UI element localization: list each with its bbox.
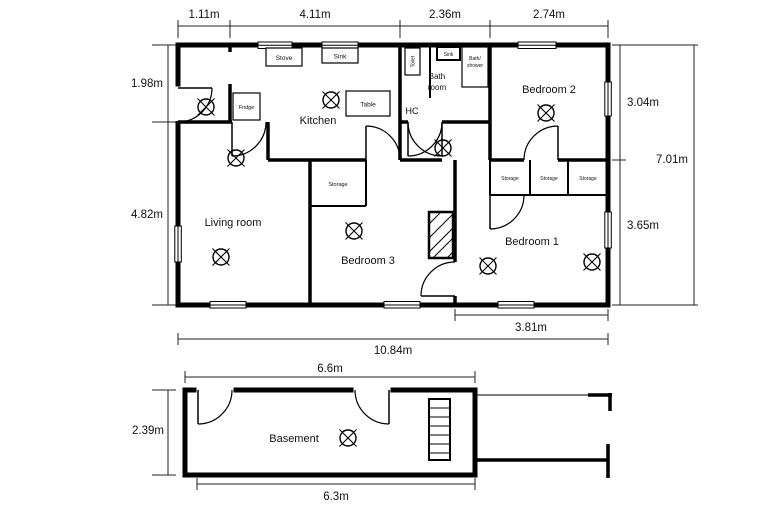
dim-label-left-2: 4.82m xyxy=(131,209,163,221)
bath-sink: Sink xyxy=(436,46,461,61)
upper-floor: 1.11m 4.11m 2.36m 2.74m 1.98m 4.82m 3.04… xyxy=(131,9,698,357)
basement-door-2 xyxy=(354,389,390,425)
basement-doors xyxy=(197,389,390,425)
window xyxy=(517,41,557,49)
entry-door xyxy=(177,87,213,123)
basement-door-opening-2 xyxy=(353,385,391,395)
footprint-wall-bottom-right xyxy=(477,444,610,478)
ceiling-light-icon xyxy=(322,91,340,109)
dim-label-top-3: 2.36m xyxy=(429,9,461,21)
room-label-hc: HC xyxy=(406,106,419,116)
bath-shower-label-1: Bath/ xyxy=(469,56,481,62)
basement-dim-label-top: 6.6m xyxy=(317,363,343,375)
interior-walls xyxy=(178,45,608,305)
chimney-shaft xyxy=(427,210,455,260)
room-label-living: Living room xyxy=(205,217,262,229)
storage-label-2: Storage xyxy=(540,176,558,182)
ceiling-light-icon xyxy=(583,253,601,271)
basement-dim-label-bottom: 6.3m xyxy=(323,491,349,503)
ceiling-light-icon xyxy=(212,248,230,266)
dim-label-top-1: 1.11m xyxy=(188,9,219,21)
dim-left: 1.98m 4.82m xyxy=(131,44,176,306)
bedroom3-door xyxy=(420,261,456,297)
basement-dim-left: 2.39m xyxy=(132,389,176,476)
room-label-basement: Basement xyxy=(269,433,319,445)
room-label-kitchen: Kitchen xyxy=(300,115,337,127)
kitchen-sink-label: Sink xyxy=(334,54,347,61)
basement-floor: 6.6m 2.39m 6.3m xyxy=(132,363,612,503)
fridge: Fridge xyxy=(232,92,261,121)
storage-label-1: Storage xyxy=(501,176,519,182)
dim-label-right-2: 3.65m xyxy=(627,220,659,232)
window xyxy=(604,81,612,117)
basement-exterior-walls xyxy=(182,387,478,478)
basement-dim-label-left: 2.39m xyxy=(132,425,164,437)
ceiling-light-icon xyxy=(434,139,452,157)
table-label: Table xyxy=(360,102,376,109)
room-label-bathroom-2: room xyxy=(428,83,447,92)
bedroom1-door xyxy=(489,194,525,230)
window xyxy=(604,211,612,249)
dim-label-bottom-1: 3.81m xyxy=(515,322,547,334)
basement-dim-bottom: 6.3m xyxy=(196,478,476,503)
dim-top: 1.11m 4.11m 2.36m 2.74m xyxy=(177,9,609,38)
dim-bottom: 3.81m 10.84m xyxy=(177,309,609,357)
footprint-wall-top-right xyxy=(588,393,612,411)
ceiling-light-icon xyxy=(339,429,357,447)
entry-door-opening xyxy=(173,86,183,121)
window xyxy=(497,301,535,309)
dim-label-right-1: 3.04m xyxy=(627,97,659,109)
room-labels: Kitchen Bath room HC Bedroom 2 Living ro… xyxy=(205,72,597,267)
ceiling-light-icon xyxy=(345,222,363,240)
fridge-label: Fridge xyxy=(239,105,255,111)
dim-label-top-4: 2.74m xyxy=(533,9,565,21)
room-label-bedroom3: Bedroom 3 xyxy=(341,255,395,267)
basement-dim-top: 6.6m xyxy=(184,363,476,383)
doors xyxy=(177,87,559,297)
toilet-label: Toilet xyxy=(411,55,417,67)
storage-label-bedroom3: Storage xyxy=(328,182,347,188)
fixtures: Stove Sink Fridge Table Toilet Sink Bath… xyxy=(232,46,489,260)
ceiling-lights xyxy=(197,91,601,275)
ceiling-light-icon xyxy=(479,257,497,275)
bath-shower: Bath/ shower xyxy=(461,46,489,88)
basement-door-opening-1 xyxy=(196,385,234,395)
bath-sink-label: Sink xyxy=(444,52,454,58)
stove: Stove xyxy=(265,47,303,67)
dim-right: 3.04m 3.65m 7.01m xyxy=(612,44,698,306)
window xyxy=(383,301,421,309)
table: Table xyxy=(345,90,391,117)
dim-label-top-2: 4.11m xyxy=(299,9,330,21)
dim-label-right-overall: 7.01m xyxy=(656,154,688,166)
kitchen-sink: Sink xyxy=(321,47,359,64)
windows xyxy=(174,41,612,309)
dim-label-left-1: 1.98m xyxy=(131,78,163,90)
window xyxy=(174,225,182,263)
basement-door-1 xyxy=(197,389,233,425)
stove-label: Stove xyxy=(276,55,293,62)
room-label-bedroom1: Bedroom 1 xyxy=(505,236,559,248)
storage-label-3: Storage xyxy=(579,176,597,182)
ceiling-light-icon xyxy=(537,104,555,122)
bedroom2-door xyxy=(523,125,559,161)
basement-stairs xyxy=(428,398,451,461)
kitchen-door xyxy=(365,125,401,161)
bathroom-door xyxy=(407,121,443,157)
room-label-bathroom-1: Bath xyxy=(429,72,445,81)
bath-shower-label-2: shower xyxy=(467,63,483,69)
room-label-bedroom2: Bedroom 2 xyxy=(522,84,576,96)
partition-walls xyxy=(310,45,608,207)
ceiling-light-icon xyxy=(197,98,215,116)
dim-label-bottom-2: 10.84m xyxy=(374,345,412,357)
window xyxy=(209,301,247,309)
ceiling-light-icon xyxy=(227,149,245,167)
toilet: Toilet xyxy=(404,47,421,76)
